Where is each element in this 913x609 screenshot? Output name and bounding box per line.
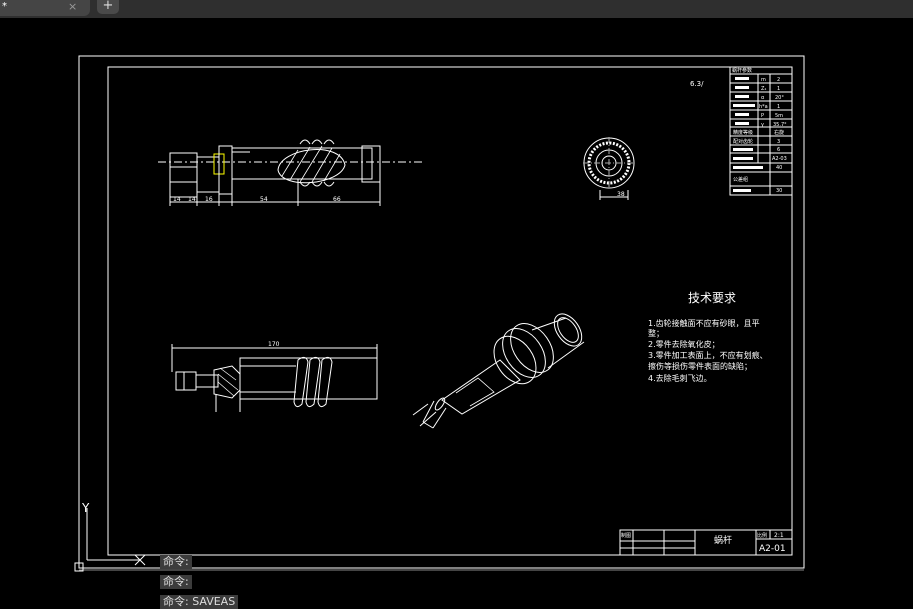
- drawing-tab[interactable]: * ×: [0, 0, 90, 16]
- dim-view1-5: 66: [333, 196, 341, 203]
- gear-parameter-table: [729, 66, 793, 196]
- title-block-part-name: 蜗杆: [714, 534, 732, 546]
- param-label-m: m: [761, 77, 766, 83]
- param-row-precision: 精度等级: [733, 129, 753, 136]
- param-label-alpha: α: [761, 95, 765, 101]
- param-value-10: A2-03: [772, 156, 787, 162]
- dim-view1-1: 14: [173, 196, 181, 203]
- param-value-9: 6: [777, 147, 780, 153]
- shaft-section-view: [158, 139, 422, 206]
- isometric-view: [412, 313, 585, 429]
- param-value-2: 1: [777, 86, 780, 92]
- new-tab-button[interactable]: +: [97, 0, 119, 14]
- dim-view2-total: 170: [268, 341, 280, 348]
- param-value-5: 5m: [775, 113, 783, 119]
- command-history-line-1: 命令:: [160, 555, 192, 569]
- drawing-tab-label: *: [2, 1, 7, 12]
- dim-end-view: 38: [617, 191, 625, 198]
- title-block-scale-label: 比例: [757, 532, 767, 539]
- tech-req-line-6: 4.去除毛刺飞边。: [648, 373, 712, 383]
- title-block-drawing-no: A2-01: [759, 544, 786, 554]
- roughness-symbol: 6.3/: [690, 80, 704, 88]
- tech-req-line-3: 2.零件去除氧化皮；: [648, 339, 720, 349]
- param-label-ha: h*a: [759, 104, 768, 110]
- param-value-12: 30: [776, 188, 782, 194]
- param-value-8: 3: [777, 139, 780, 145]
- dim-view1-2: 14: [188, 196, 196, 203]
- tech-req-line-4: 3.零件加工表面上，不应有划痕、: [648, 350, 768, 360]
- end-view-gear: [583, 137, 635, 200]
- dim-view1-4: 54: [260, 196, 268, 203]
- sheet-inner-border: [107, 66, 793, 556]
- document-tab-bar: * × +: [0, 0, 913, 18]
- title-block: [619, 529, 793, 556]
- tech-req-line-5: 擦伤等损伤零件表面的缺陷；: [648, 361, 752, 371]
- param-value-4: 1: [777, 104, 780, 110]
- sheet-outer-border: [78, 55, 805, 569]
- command-history-line-3: 命令: SAVEAS: [160, 595, 239, 609]
- param-label-z1: Z₁: [761, 86, 766, 92]
- dim-view1-3: 16: [205, 196, 213, 203]
- title-block-left-label: 制图: [621, 532, 631, 539]
- tech-req-line-1: 1.齿轮接触面不应有砂眼，且平: [648, 318, 760, 328]
- tech-req-line-2: 整；: [648, 328, 664, 338]
- param-value-6: 35.7°: [773, 122, 787, 128]
- ucs-icon: [74, 508, 146, 572]
- param-value-7: 右旋: [774, 129, 784, 136]
- param-value-3: 20°: [775, 95, 784, 101]
- param-label-gamma: γ: [761, 122, 764, 128]
- shaft-front-view: [171, 344, 378, 412]
- param-value-1: 2: [777, 77, 780, 83]
- technical-requirements: 技术要求 1.齿轮接触面不应有砂眼，且平 整； 2.零件去除氧化皮； 3.零件加…: [648, 291, 768, 383]
- param-table-header: 蜗杆参数: [732, 67, 752, 74]
- ucs-y-label: Y: [81, 501, 90, 515]
- param-value-11: 40: [776, 165, 782, 171]
- title-block-scale-value: 2:1: [774, 532, 784, 539]
- param-row-tolerance: 公差组: [733, 176, 748, 183]
- command-history-line-2: 命令:: [160, 575, 192, 589]
- param-row-mating: 配对齿轮: [733, 138, 753, 145]
- close-tab-icon[interactable]: ×: [68, 0, 78, 13]
- tech-req-title: 技术要求: [688, 291, 736, 305]
- param-label-p: P: [761, 113, 764, 119]
